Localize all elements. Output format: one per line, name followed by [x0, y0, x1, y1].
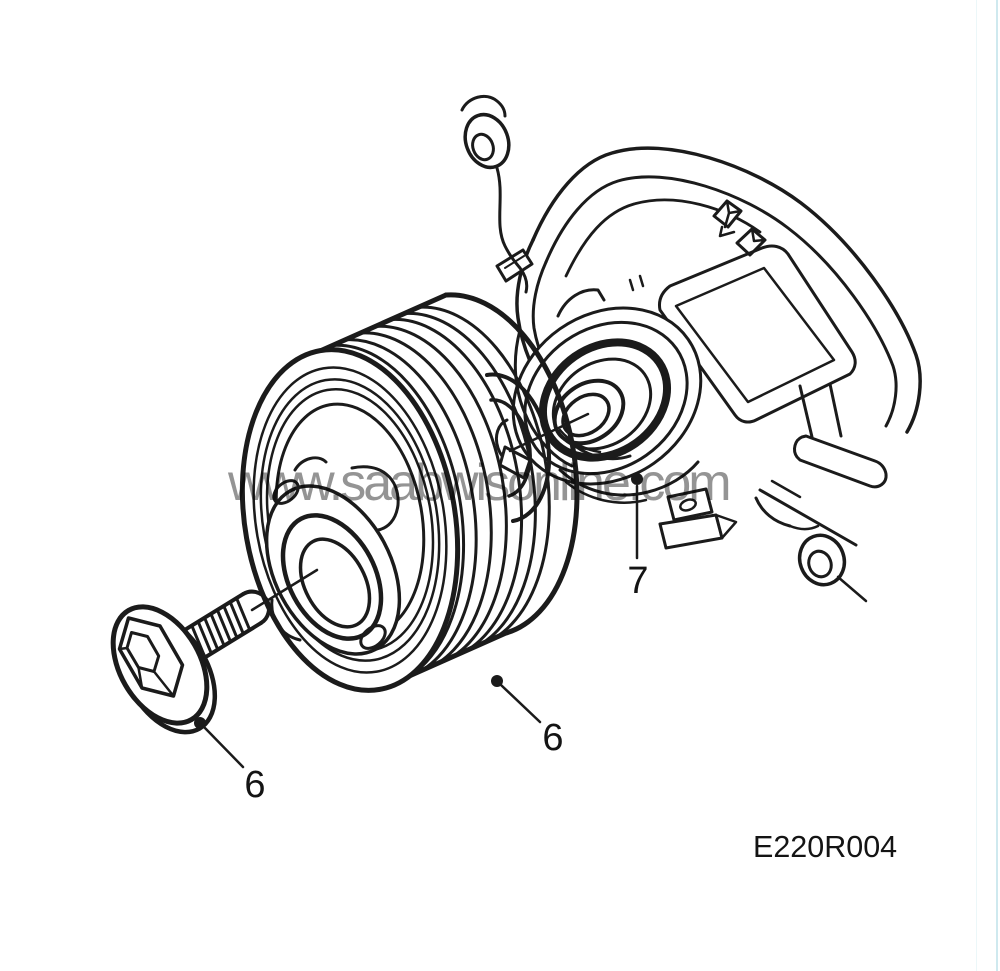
thread-line: [216, 609, 232, 643]
thread-line: [203, 617, 219, 651]
housing-tick-marks: [628, 274, 645, 292]
thread-line: [235, 597, 251, 631]
seal-housing-ring: [523, 320, 689, 476]
grommet-wire: [495, 166, 529, 294]
callout-label-6-pulley: 6: [542, 717, 563, 759]
leader-dot: [491, 675, 503, 687]
cover-raised-panel: [658, 244, 857, 424]
clip-edges: [750, 227, 767, 243]
crankshaft-pulley: [239, 292, 580, 693]
pulley-groove: [358, 331, 493, 673]
timing-cover: [460, 94, 922, 603]
bolt-shank-edge: [180, 592, 246, 634]
bolt-threads: [190, 597, 251, 658]
clip-edges: [718, 199, 743, 238]
thread-line: [209, 613, 226, 647]
pulley-bolt: [110, 589, 271, 735]
leader-line: [202, 725, 245, 769]
pulley-bore-inner: [298, 537, 372, 629]
axis-line-bolt-to-pulley: [250, 568, 319, 612]
pulley-groove: [343, 338, 478, 680]
leader-line: [499, 683, 542, 724]
hub-ear: [270, 598, 302, 642]
grommet-hook: [460, 94, 507, 118]
page-edge-line: [996, 0, 998, 971]
housing-spoke: [558, 428, 602, 454]
pulley-face-ring: [259, 378, 441, 662]
axis-line-pulley-to-seal: [508, 412, 590, 453]
crankshaft-bore-outer: [552, 378, 626, 446]
bracket-line: [758, 488, 858, 547]
housing-top-tab: [556, 288, 606, 318]
thread-line: [190, 625, 207, 658]
pulley-groove: [373, 324, 508, 666]
pulley-groove: [402, 311, 537, 653]
thread-line: [197, 621, 213, 655]
pulley-hole: [359, 624, 387, 650]
housing-bottom-band: [558, 460, 700, 497]
pulley-groove: [389, 317, 524, 660]
cover-rim-connector: [798, 384, 814, 439]
hub-ear: [350, 465, 400, 532]
housing-left-arc: [513, 328, 574, 468]
hub-ear: [293, 456, 328, 472]
cover-slot-bracket: [495, 248, 534, 283]
grommet-outer: [463, 112, 511, 170]
cover-outer-rim-inner: [544, 175, 898, 428]
callout-leader-7-seal: [631, 473, 643, 560]
pulley-top-silhouette: [317, 292, 449, 354]
pulley-hole: [272, 479, 300, 505]
cover-bottom-tab: [658, 513, 724, 550]
pulley-groove: [416, 305, 551, 647]
callout-leader-6-pulley: [491, 675, 542, 724]
tab-wedge: [714, 513, 738, 540]
bracket-tail-line: [836, 575, 868, 603]
bracket-hook: [754, 496, 792, 528]
pulley-rear-boss: [485, 372, 552, 523]
page-edge-line-faint: [976, 0, 977, 971]
thread-line: [222, 605, 239, 639]
bracket-line: [770, 479, 802, 499]
callout-leader-6-bolt: [194, 717, 245, 769]
cover-raised-panel-inner: [674, 266, 836, 404]
thread-line: [229, 601, 245, 635]
bracket-hook: [788, 524, 820, 531]
leader-dot: [194, 717, 206, 729]
figure-code: E220R004: [753, 830, 897, 864]
watermark-text: www.saabwisonline.com: [227, 454, 729, 512]
leader-dot: [631, 473, 643, 485]
tab-hole: [679, 498, 697, 512]
callout-label-7-seal: 7: [627, 560, 648, 602]
cover-clip-1: [712, 199, 743, 238]
bracket-arm: [793, 434, 888, 489]
crankshaft-seal-ring: [538, 338, 672, 462]
cover-bottom-tab: [666, 487, 714, 522]
cover-rim-connector: [828, 382, 843, 438]
housing-spoke: [573, 444, 632, 461]
cover-outer-rim: [531, 146, 922, 434]
pulley-face-ring: [252, 366, 448, 674]
cover-clip-2: [735, 227, 767, 257]
grommet-hole: [471, 132, 495, 162]
crankshaft-bore-inner: [561, 392, 611, 438]
pulley-rear-rim: [443, 292, 580, 636]
bolt-hex-facet-edges: [118, 646, 175, 698]
callout-label-6-bolt: 6: [244, 764, 265, 806]
bracket-boss-hole: [807, 549, 833, 579]
